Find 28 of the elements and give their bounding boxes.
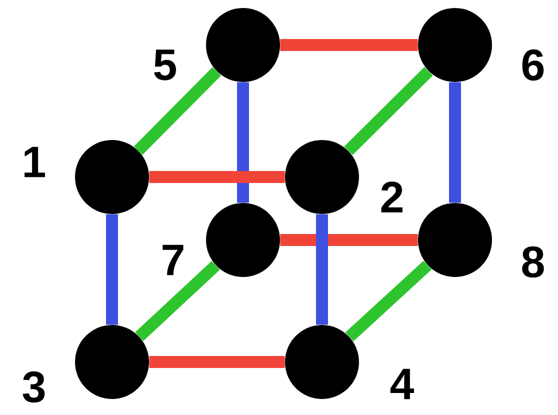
- edge-line: [280, 39, 418, 51]
- vertex-number: 4: [390, 368, 414, 400]
- edge-line: [344, 66, 433, 156]
- edge-line: [149, 171, 285, 183]
- vertex-number: 7: [162, 244, 184, 276]
- graph-vertex: [75, 140, 149, 214]
- edge-line: [106, 214, 118, 325]
- edge-line: [134, 67, 222, 155]
- graph-vertex: [206, 8, 280, 82]
- edge-line: [280, 234, 418, 246]
- vertex-number: 1: [24, 146, 46, 178]
- edge-line: [135, 260, 220, 342]
- graph-vertex: [285, 140, 359, 214]
- graph-vertex: [285, 324, 359, 399]
- edge-line: [345, 260, 432, 342]
- edge-line: [316, 214, 328, 325]
- vertex-number: 5: [154, 50, 176, 80]
- edge-line: [149, 356, 285, 368]
- vertex-number: 2: [381, 182, 402, 212]
- graph-vertex: [206, 203, 280, 277]
- vertex-number: 6: [522, 49, 544, 81]
- vertex-number: 3: [22, 371, 45, 403]
- graph-vertex: [418, 8, 492, 82]
- edge-line: [449, 82, 461, 203]
- vertex-number: 8: [522, 246, 544, 278]
- graph-vertex: [418, 203, 492, 277]
- edge-line: [237, 82, 249, 203]
- graph-vertex: [75, 324, 149, 399]
